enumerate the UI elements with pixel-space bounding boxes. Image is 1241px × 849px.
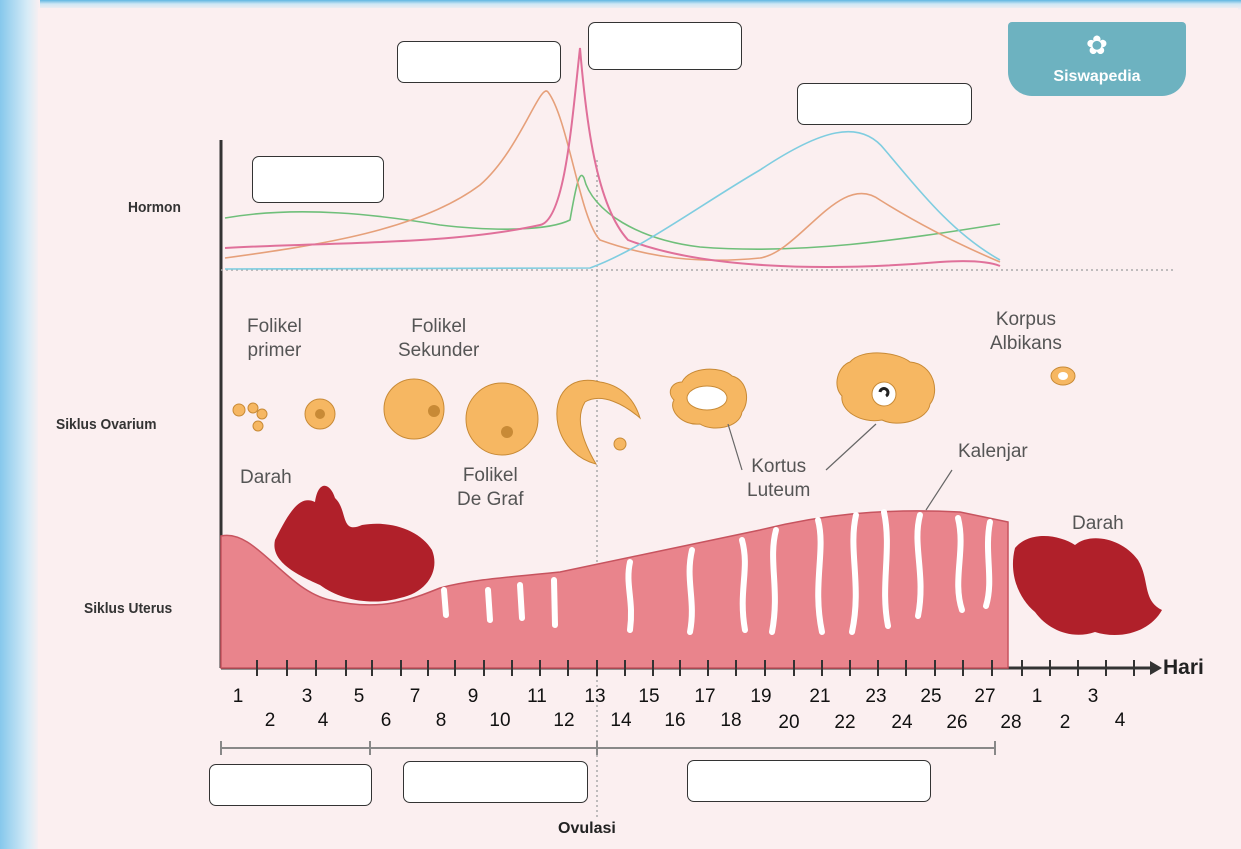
label-kalenjar: Kalenjar	[958, 440, 1028, 464]
day-number: 16	[660, 710, 690, 732]
day-number: 24	[887, 712, 917, 734]
day-number: 5	[344, 686, 374, 708]
oocyte	[501, 426, 513, 438]
logo-brand-text: Siswapedia	[1008, 68, 1186, 86]
day-number: 13	[580, 686, 610, 708]
answer-box-hormone-progesterone[interactable]	[797, 83, 972, 125]
day-number: 9	[458, 686, 488, 708]
day-number: 26	[942, 712, 972, 734]
day-number: 27	[970, 686, 1000, 708]
siswapedia-logo: ✿ Siswapedia	[1008, 22, 1186, 96]
day-number: 10	[485, 710, 515, 732]
label-darah-right: Darah	[1072, 512, 1124, 536]
label-folikel-de-graf: Folikel De Graf	[457, 464, 524, 512]
row-label-ovary: Siklus Ovarium	[56, 416, 156, 433]
day-number: 11	[522, 686, 552, 708]
row-label-uterus: Siklus Uterus	[84, 600, 172, 617]
label-kortus-luteum: Kortus Luteum	[747, 455, 810, 503]
day-number: 1	[1022, 686, 1052, 708]
follicle-primordial	[233, 404, 245, 416]
oocyte	[315, 409, 325, 419]
day-number: 1	[223, 686, 253, 708]
day-number: 19	[746, 686, 776, 708]
answer-box-phase-2[interactable]	[403, 761, 588, 803]
row-label-hormone: Hormon	[128, 199, 181, 216]
day-number: 4	[308, 710, 338, 732]
day-number: 3	[292, 686, 322, 708]
follicle-de-graf	[466, 383, 538, 455]
follicle-primordial	[248, 403, 258, 413]
released-ovum	[614, 438, 626, 450]
label-korpus-albikans: Korpus Albikans	[990, 308, 1062, 356]
day-number: 28	[996, 712, 1026, 734]
day-number: 22	[830, 712, 860, 734]
day-number: 4	[1105, 710, 1135, 732]
blood-shedding-right	[1013, 536, 1162, 635]
day-number: 21	[805, 686, 835, 708]
kortus-pointer	[826, 424, 876, 470]
axis-label-hari: Hari	[1163, 656, 1204, 680]
label-ovulasi: Ovulasi	[558, 820, 616, 838]
day-number: 14	[606, 710, 636, 732]
day-number: 12	[549, 710, 579, 732]
day-number: 15	[634, 686, 664, 708]
ruptured-follicle	[557, 380, 640, 464]
phase-bracket	[221, 741, 995, 755]
corpus-luteum-center	[687, 386, 727, 410]
day-number: 7	[400, 686, 430, 708]
day-number: 2	[1050, 712, 1080, 734]
answer-box-hormone-estrogen[interactable]	[397, 41, 561, 83]
answer-box-hormone-lh[interactable]	[588, 22, 742, 70]
kortus-pointer	[728, 424, 742, 470]
corpus-luteum-center	[872, 382, 896, 406]
follicle-primordial	[257, 409, 267, 419]
answer-box-hormone-fsh[interactable]	[252, 156, 384, 203]
day-number: 18	[716, 710, 746, 732]
corpus-albicans-center	[1058, 372, 1068, 380]
day-number: 17	[690, 686, 720, 708]
day-number: 8	[426, 710, 456, 732]
day-number: 23	[861, 686, 891, 708]
day-number: 2	[255, 710, 285, 732]
day-number: 3	[1078, 686, 1108, 708]
label-folikel-primer: Folikel primer	[247, 315, 302, 363]
day-axis-arrow	[1150, 661, 1162, 675]
day-number: 25	[916, 686, 946, 708]
day-number: 6	[371, 710, 401, 732]
answer-box-phase-1[interactable]	[209, 764, 372, 806]
answer-box-phase-3[interactable]	[687, 760, 931, 802]
kalenjar-pointer	[926, 470, 952, 510]
label-darah-left: Darah	[240, 466, 292, 490]
day-number: 20	[774, 712, 804, 734]
oocyte	[428, 405, 440, 417]
follicle-primordial	[253, 421, 263, 431]
grapes-icon: ✿	[1086, 30, 1108, 60]
label-folikel-sekunder: Folikel Sekunder	[398, 315, 479, 363]
